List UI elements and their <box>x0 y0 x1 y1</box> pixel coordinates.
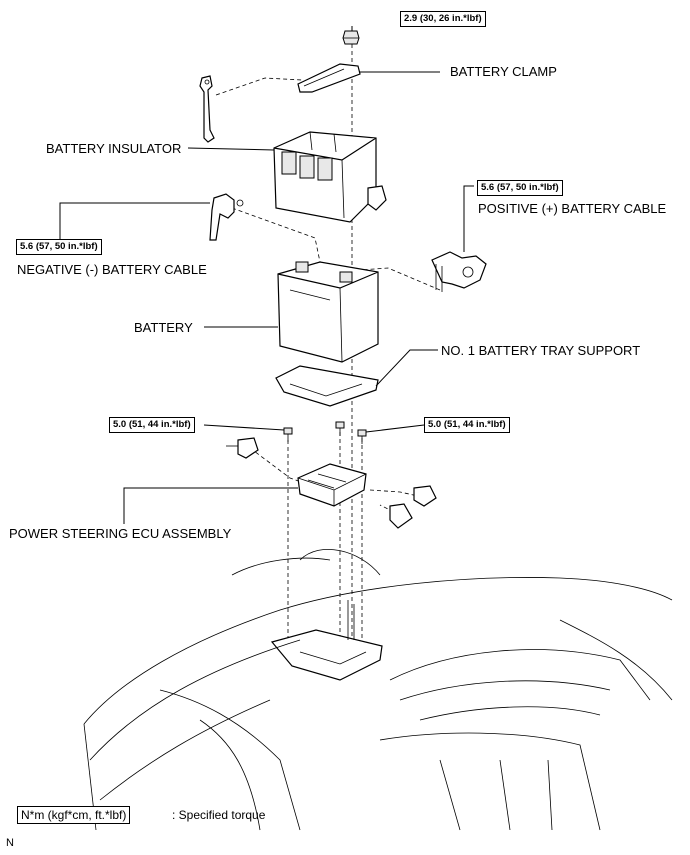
tray-support-part <box>275 365 379 407</box>
label-battery: BATTERY <box>134 320 193 335</box>
ecu-assembly-part <box>297 463 367 507</box>
ecu-bolts <box>283 421 367 444</box>
battery-part <box>277 261 379 363</box>
torque-ecu-right-bolts: 5.0 (51, 44 in.*lbf) <box>424 417 510 433</box>
legend-description: : Specified torque <box>172 808 266 822</box>
torque-clamp-nut: 2.9 (30, 26 in.*lbf) <box>400 11 486 27</box>
leader-lines <box>59 26 474 524</box>
torque-ecu-left-bolt: 5.0 (51, 44 in.*lbf) <box>109 417 195 433</box>
label-positive-cable: POSITIVE (+) BATTERY CABLE <box>478 201 667 216</box>
label-battery-insulator: BATTERY INSULATOR <box>46 141 182 156</box>
footer-mark: N <box>6 837 14 849</box>
label-ecu-assembly: POWER STEERING ECU ASSEMBLY <box>9 526 232 541</box>
ecu-connectors <box>226 437 437 529</box>
label-battery-clamp: BATTERY CLAMP <box>450 64 557 79</box>
battery-insulator-part <box>273 131 387 223</box>
legend-unit-box: N*m (kgf*cm, ft.*lbf) <box>17 806 131 824</box>
positive-cable-part <box>431 251 487 292</box>
negative-cable-part <box>209 193 244 241</box>
vehicle-outline <box>83 548 673 831</box>
torque-positive-terminal: 5.6 (57, 50 in.*lbf) <box>477 180 563 196</box>
ecu-bracket <box>270 600 383 681</box>
torque-negative-terminal: 5.6 (57, 50 in.*lbf) <box>16 239 102 255</box>
clamp-nut <box>342 30 360 45</box>
label-tray-support: NO. 1 BATTERY TRAY SUPPORT <box>441 343 641 358</box>
battery-clamp-part <box>199 63 361 143</box>
label-negative-cable: NEGATIVE (-) BATTERY CABLE <box>17 262 207 277</box>
